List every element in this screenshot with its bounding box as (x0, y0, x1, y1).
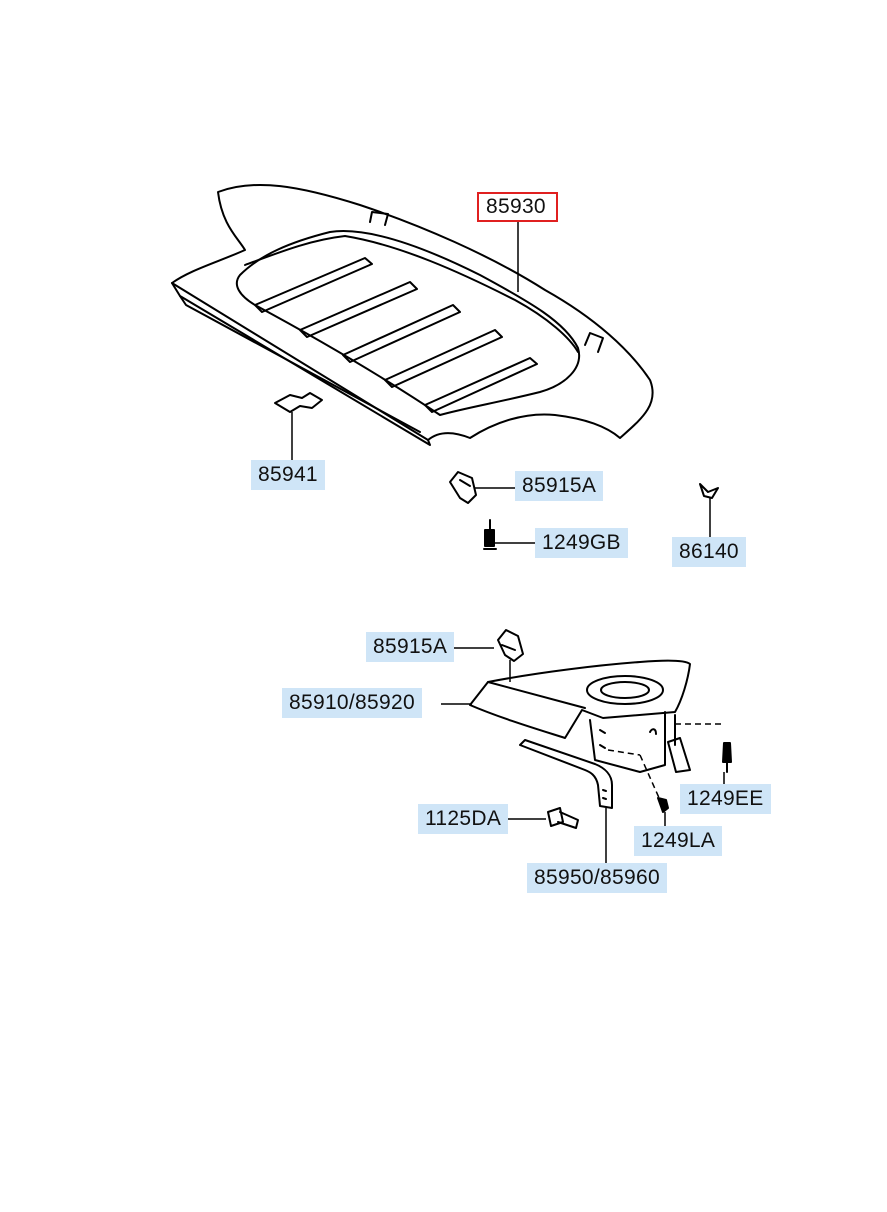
part-label-1125da[interactable]: 1125DA (418, 804, 509, 834)
part-label-85915a-upper[interactable]: 85915A (515, 471, 604, 501)
part-label-1249la[interactable]: 1249LA (634, 826, 723, 856)
screw-1249la-drawing (657, 797, 669, 813)
part-label-86140[interactable]: 86140 (672, 537, 746, 567)
clip-upper-drawing (449, 471, 477, 504)
bracket-85950-drawing (519, 739, 613, 809)
bracket-85941-drawing (274, 392, 323, 413)
screw-1249gb-drawing (483, 519, 497, 550)
part-label-1249gb[interactable]: 1249GB (535, 528, 628, 558)
bolt-1125da-drawing (547, 807, 579, 829)
clip-lower-drawing (497, 629, 524, 662)
part-label-85930[interactable]: 85930 (477, 192, 558, 222)
package-tray-drawing (171, 183, 654, 446)
side-trim-drawing (469, 659, 691, 773)
part-label-85950-85960[interactable]: 85950/85960 (527, 863, 667, 893)
leader-lines (291, 221, 725, 866)
part-label-85910-85920[interactable]: 85910/85920 (282, 688, 422, 718)
part-label-1249ee[interactable]: 1249EE (680, 784, 771, 814)
fastener-86140-drawing (699, 483, 719, 499)
part-label-85941[interactable]: 85941 (251, 460, 325, 490)
screw-1249ee-drawing (722, 742, 732, 773)
part-label-85915a-lower[interactable]: 85915A (366, 632, 455, 662)
